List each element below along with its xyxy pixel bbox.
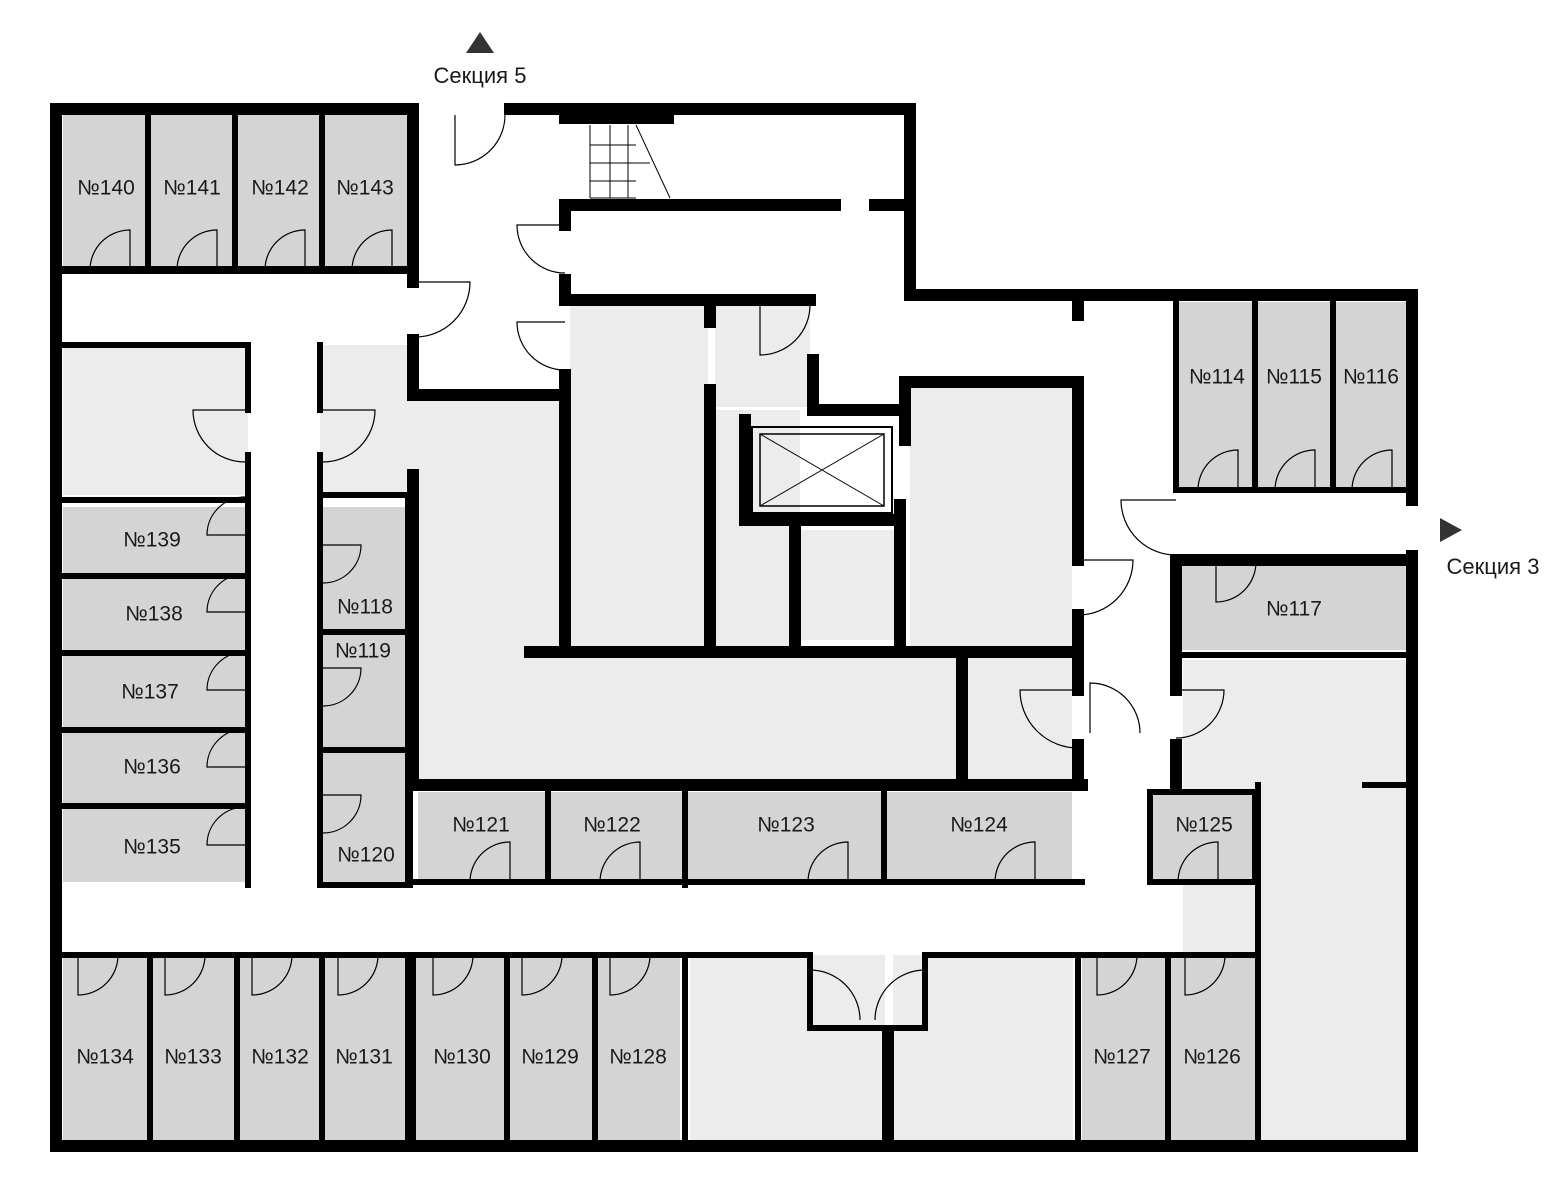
door-swing-icon <box>351 229 393 271</box>
room-142[interactable]: №142 <box>251 177 309 200</box>
door-swing-icon <box>322 409 376 463</box>
door-swing-icon <box>192 409 246 463</box>
room-124[interactable]: №124 <box>950 814 1008 837</box>
room-116[interactable]: №116 <box>1343 366 1399 389</box>
elevator-icon <box>751 426 893 514</box>
door-swing-icon <box>206 728 246 768</box>
door-swing-icon <box>77 954 119 996</box>
room-119[interactable]: №119 <box>335 640 391 663</box>
door-swing-icon <box>176 229 218 271</box>
room-139[interactable]: №139 <box>123 529 181 552</box>
door-swing-icon <box>1184 954 1226 996</box>
door-swing-icon <box>264 229 306 271</box>
room-133[interactable]: №133 <box>164 1046 222 1069</box>
room-122[interactable]: №122 <box>583 814 641 837</box>
room-143[interactable]: №143 <box>336 177 394 200</box>
room-136[interactable]: №136 <box>123 756 181 779</box>
room-129[interactable]: №129 <box>521 1046 579 1069</box>
walls <box>50 103 1418 1152</box>
common-areas <box>63 302 1410 1140</box>
door-swing-icon <box>1351 449 1393 491</box>
door-swing-icon <box>89 229 131 271</box>
door-swing-icon <box>809 969 861 1021</box>
door-swing-icon <box>516 321 566 371</box>
door-swing-icon <box>1197 449 1239 491</box>
door-swing-icon <box>1274 449 1316 491</box>
door-swing-icon <box>322 794 362 834</box>
door-swing-icon <box>432 954 474 996</box>
room-134[interactable]: №134 <box>76 1046 134 1069</box>
door-swing-icon <box>516 224 566 274</box>
door-swing-icon <box>1089 682 1141 734</box>
door-swing-icon <box>322 544 362 584</box>
room-120[interactable]: №120 <box>337 844 395 867</box>
door-swing-icon <box>994 841 1036 883</box>
room-114[interactable]: №114 <box>1189 366 1245 389</box>
arrow-right-icon <box>1440 518 1462 542</box>
room-135[interactable]: №135 <box>123 836 181 859</box>
door-swing-icon <box>874 969 926 1021</box>
section-3-label: Секция 3 <box>1447 554 1540 579</box>
room-labels: №140 №141 №142 №143 №139 №138 №137 №136 … <box>76 177 1399 1069</box>
room-132[interactable]: №132 <box>251 1046 309 1069</box>
door-swing-icon <box>1215 561 1257 603</box>
room-138[interactable]: №138 <box>125 603 183 626</box>
door-swing-icon <box>251 954 293 996</box>
door-swing-icon <box>337 954 379 996</box>
door-swing-icon <box>469 841 511 883</box>
section-5-label: Секция 5 <box>434 63 527 88</box>
door-swing-icon <box>759 304 811 356</box>
door-swing-icon <box>1120 499 1177 556</box>
stairs-icon <box>589 124 671 199</box>
room-115[interactable]: №115 <box>1266 366 1322 389</box>
room-140[interactable]: №140 <box>77 177 135 200</box>
door-swing-icon <box>521 954 563 996</box>
door-swing-icon <box>807 841 849 883</box>
room-121[interactable]: №121 <box>452 814 510 837</box>
door-swing-icon <box>1077 559 1134 616</box>
door-swing-icon <box>1175 689 1225 739</box>
door-swing-icon <box>414 281 471 338</box>
door-swing-icon <box>609 954 651 996</box>
door-swing-icon <box>206 496 246 536</box>
room-131[interactable]: №131 <box>335 1046 393 1069</box>
door-swing-icon <box>1096 954 1138 996</box>
doors <box>77 114 1393 1021</box>
room-130[interactable]: №130 <box>433 1046 491 1069</box>
room-128[interactable]: №128 <box>609 1046 667 1069</box>
door-swing-icon <box>1177 841 1219 883</box>
door-swing-icon <box>206 806 246 846</box>
room-141[interactable]: №141 <box>163 177 221 200</box>
room-125[interactable]: №125 <box>1175 814 1233 837</box>
door-swing-icon <box>206 573 246 613</box>
room-127[interactable]: №127 <box>1093 1046 1151 1069</box>
door-swing-icon <box>599 841 641 883</box>
door-swing-icon <box>206 651 246 691</box>
door-swing-icon <box>322 667 362 707</box>
room-137[interactable]: №137 <box>121 681 179 704</box>
room-118[interactable]: №118 <box>337 596 393 619</box>
room-123[interactable]: №123 <box>757 814 815 837</box>
door-swing-icon <box>1019 689 1079 749</box>
door-swing-icon <box>164 954 206 996</box>
room-117[interactable]: №117 <box>1266 598 1322 621</box>
room-126[interactable]: №126 <box>1183 1046 1241 1069</box>
door-swing-icon <box>454 114 506 166</box>
arrow-up-icon <box>466 32 494 53</box>
